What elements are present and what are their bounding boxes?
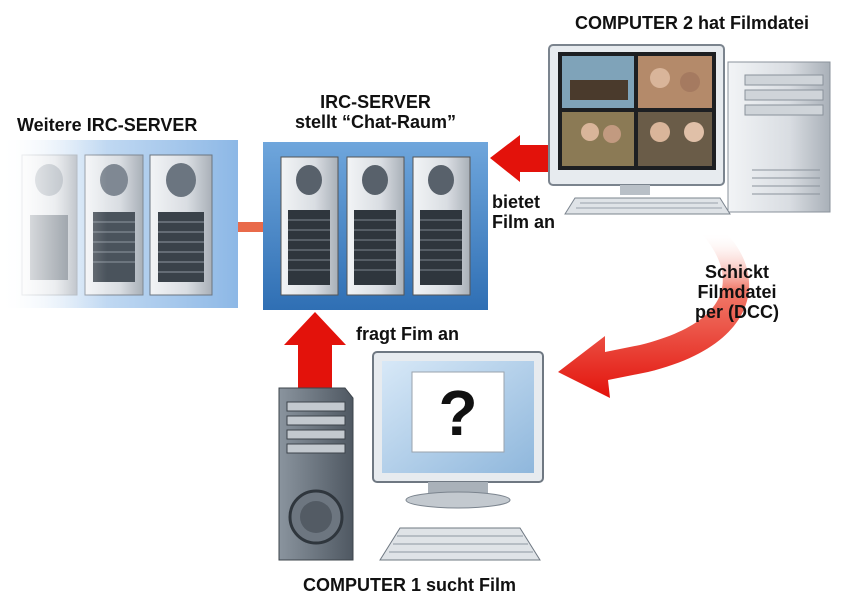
more-servers-label: Weitere IRC-SERVER — [17, 115, 198, 135]
computer2-label: COMPUTER 2 hat Filmdatei — [575, 13, 810, 33]
computer2-group — [548, 44, 831, 215]
offers-film-line1: bietet — [492, 192, 541, 212]
requests-film-label: fragt Fim an — [356, 324, 460, 344]
desktop-computer-icon — [548, 44, 731, 215]
sends-file-label: Schickt Filmdatei per (DCC) — [682, 262, 792, 322]
server-tower-icon — [346, 156, 405, 296]
computer1-group — [278, 351, 544, 561]
arrow-left-icon — [490, 135, 555, 182]
fade-overlay — [0, 140, 238, 308]
arrow-up-icon — [284, 312, 346, 388]
irc-server-group — [263, 142, 488, 310]
server-connector — [238, 222, 264, 232]
irc-server-title-line1: IRC-SERVER — [320, 92, 431, 112]
question-mark: ? — [438, 377, 478, 449]
computer1-label: COMPUTER 1 sucht Film — [303, 575, 517, 595]
server-tower-icon — [412, 156, 471, 296]
more-servers-group — [0, 140, 238, 308]
video-thumbnails-icon — [562, 56, 712, 166]
computer-tower-icon — [727, 61, 831, 213]
sends-file-line2: Filmdatei — [697, 282, 777, 302]
sends-file-line3: per (DCC) — [695, 302, 779, 322]
irc-server-title-line2: stellt “Chat-Raum” — [294, 112, 456, 132]
desktop-computer-icon — [372, 351, 544, 561]
computer-tower-icon — [278, 387, 354, 561]
server-tower-icon — [280, 156, 339, 296]
offers-film-line2: Film an — [492, 212, 556, 232]
irc-server-title: IRC-SERVER stellt “Chat-Raum” — [263, 92, 488, 132]
offers-film-label: bietet Film an — [492, 192, 555, 232]
curved-arrow-icon — [558, 232, 750, 398]
sends-file-line1: Schickt — [704, 262, 770, 282]
